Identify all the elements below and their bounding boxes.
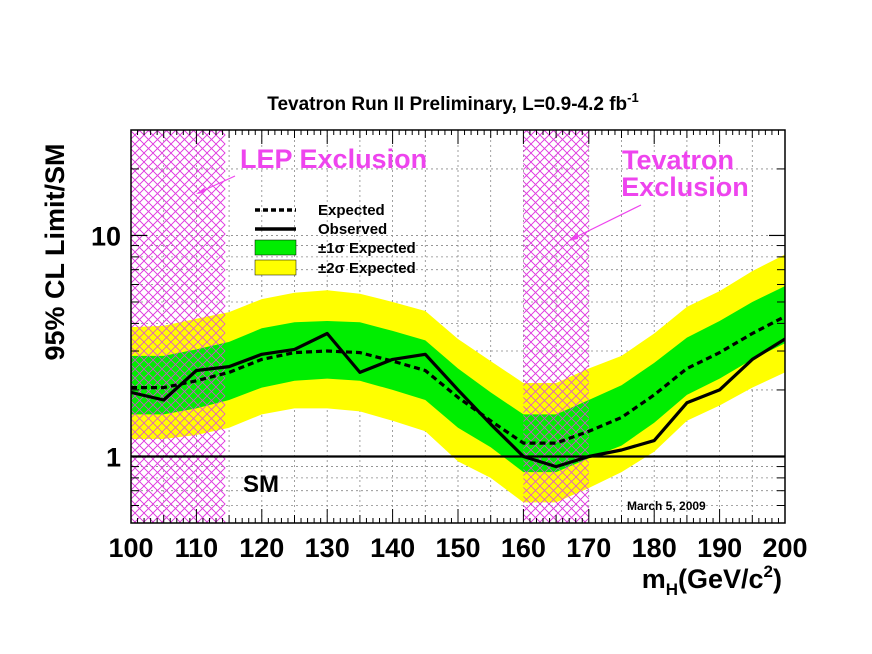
y-tick-label: 1 [106,442,121,472]
x-tick-label: 120 [239,533,284,563]
lep-exclusion-label: LEP Exclusion [240,144,427,174]
exclusion-region-overlay-1 [523,130,589,523]
exclusion-region-overlay-0 [131,130,226,523]
x-axis-title-sub: H [666,580,678,599]
x-axis-title-main: m [642,564,666,594]
y-axis-title: 95% CL Limit/SM [40,143,70,360]
chart-title-main: Tevatron Run II Preliminary, L=0.9-4.2 f… [267,94,627,115]
x-tick-label: 160 [501,533,546,563]
sm-label: SM [243,471,279,498]
chart-title-sup: -1 [627,90,639,105]
tevatron-exclusion-arrow [571,204,642,240]
legend-2sigma-swatch [254,259,297,276]
legend: Expected Observed ±1σ Expected ±2σ Expec… [254,202,416,277]
y-tick-label: 10 [91,221,121,251]
legend-observed-label: Observed [318,221,387,238]
x-axis-title-close: ) [773,564,782,594]
x-tick-label: 130 [305,533,350,563]
limit-lines [131,315,785,469]
x-tick-label: 190 [697,533,742,563]
legend-2sigma-label: ±2σ Expected [318,260,416,277]
legend-1sigma-swatch [254,239,297,256]
band-1sigma [131,286,785,473]
x-tick-label: 170 [566,533,611,563]
tevatron-exclusion-arrowhead [569,233,578,241]
tevatron-exclusion-label: Tevatron [622,145,734,175]
x-axis-title-sup: 2 [764,562,773,581]
legend-expected-label: Expected [318,202,385,219]
x-tick-label: 140 [370,533,415,563]
legend-1sigma-label: ±1σ Expected [318,240,416,257]
x-axis-title: mH(GeV/c2) [642,562,782,599]
lep-exclusion-arrowhead [196,187,205,194]
date-label: March 5, 2009 [627,499,706,513]
x-tick-label: 100 [108,533,153,563]
x-axis-title-units: (GeV/c [678,564,764,594]
tevatron-exclusion-label-line2: Exclusion [621,172,749,202]
x-tick-label: 200 [762,533,807,563]
x-tick-label: 150 [435,533,480,563]
x-tick-label: 180 [632,533,677,563]
x-tick-label: 110 [175,533,219,563]
chart-title: Tevatron Run II Preliminary, L=0.9-4.2 f… [267,90,638,115]
